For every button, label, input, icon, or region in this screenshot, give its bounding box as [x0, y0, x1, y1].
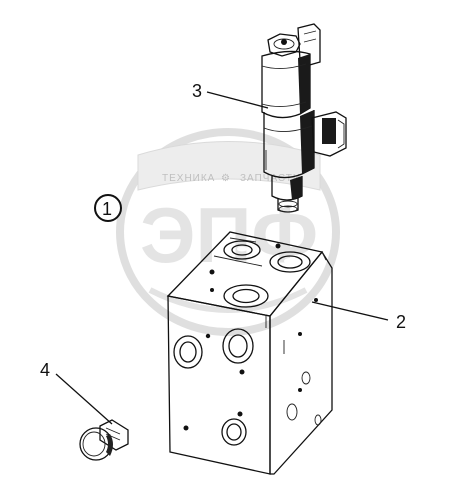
watermark-text-left: ТЕХНИКА	[162, 173, 215, 184]
front-port-bottom	[221, 418, 247, 446]
callout-1-label: 1	[102, 199, 112, 219]
watermark-emblem: ЭПФ	[140, 191, 318, 279]
callout-2-label: 2	[396, 312, 406, 332]
port-plug	[79, 419, 129, 461]
front-port-right	[222, 328, 254, 364]
top-port-left	[223, 240, 261, 260]
watermark-top-band	[137, 141, 321, 191]
valve-block	[166, 231, 333, 475]
callout-4-label: 4	[40, 360, 50, 380]
callout-1: 1	[94, 194, 122, 222]
callout-3-label: 3	[192, 81, 202, 101]
front-port-left	[173, 335, 203, 369]
leader-lines	[55, 91, 389, 425]
solenoid-valve	[261, 23, 347, 213]
watermark-gear-icon: ⚙	[221, 173, 231, 184]
top-port-right	[269, 251, 311, 273]
watermark: ТЕХНИКА ⚙ ЗАПЧАСТИ ЭПФ	[116, 128, 340, 336]
watermark-text-right: ЗАПЧАСТИ	[240, 173, 301, 184]
callout-1-circle	[94, 194, 122, 222]
top-port-front	[223, 284, 269, 308]
watermark-outer-ring	[116, 128, 340, 336]
